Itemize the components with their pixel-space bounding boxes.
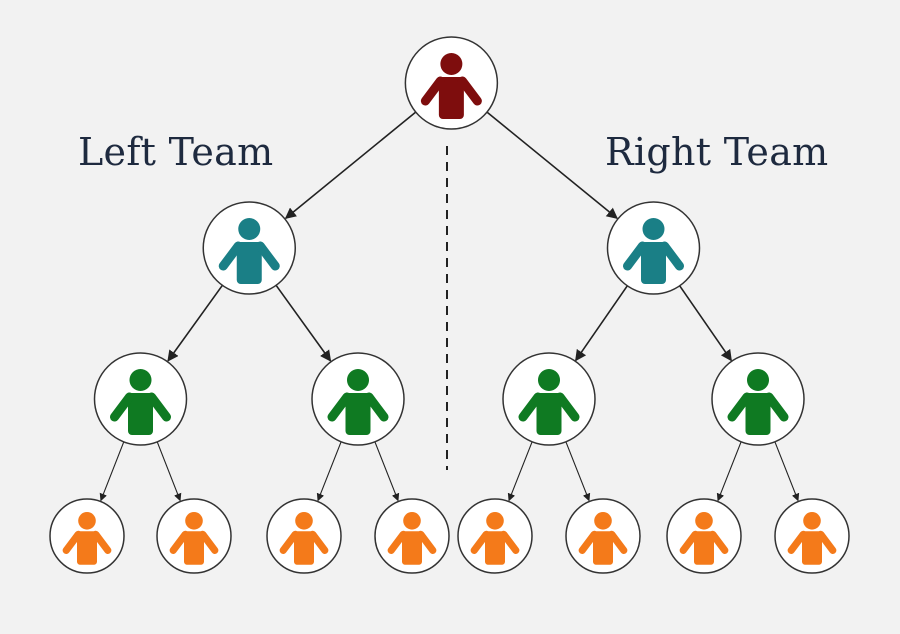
- edge-right-a-to-right-a1: [507, 441, 533, 502]
- person-icon: [169, 512, 219, 565]
- person-icon: [420, 53, 482, 119]
- person-icon: [518, 369, 580, 435]
- left-team-label: Left Team: [78, 130, 274, 174]
- person-icon: [62, 512, 112, 565]
- person-icon: [218, 218, 280, 284]
- person-icon: [787, 512, 837, 565]
- node-left-b2: [374, 498, 450, 574]
- node-left-a2: [156, 498, 232, 574]
- edge-root-to-right-lead: [486, 111, 618, 220]
- node-right-a: [502, 352, 596, 446]
- node-right-a1: [457, 498, 533, 574]
- node-right-b2: [774, 498, 850, 574]
- node-root: [404, 36, 499, 130]
- edge-left-b-to-left-b2: [374, 441, 400, 502]
- edge-right-b-to-right-b2: [774, 441, 800, 502]
- node-left-lead: [202, 201, 296, 295]
- person-icon: [470, 512, 520, 565]
- person-icon: [578, 512, 628, 565]
- edge-right-lead-to-right-a: [575, 285, 628, 362]
- edge-right-lead-to-right-b: [679, 285, 732, 362]
- node-right-lead: [606, 201, 701, 295]
- edge-right-a-to-right-a2: [565, 441, 591, 502]
- node-right-a2: [565, 498, 641, 574]
- edge-root-to-left-lead: [284, 111, 417, 220]
- person-icon: [623, 218, 684, 284]
- edge-left-a-to-left-a2: [156, 441, 182, 502]
- node-left-a1: [49, 498, 125, 574]
- edge-left-lead-to-left-b: [275, 284, 332, 362]
- edge-left-a-to-left-a1: [99, 441, 125, 502]
- node-right-b1: [666, 498, 742, 574]
- person-icon: [387, 512, 437, 565]
- person-icon: [110, 369, 171, 435]
- node-left-a: [93, 352, 188, 446]
- right-team-label: Right Team: [605, 130, 829, 174]
- edge-left-b-to-left-b1: [316, 441, 342, 502]
- person-icon: [279, 512, 329, 565]
- person-icon: [727, 369, 789, 435]
- person-icon: [679, 512, 729, 565]
- person-icon: [327, 369, 389, 435]
- node-left-b: [311, 352, 405, 446]
- edge-left-lead-to-left-a: [167, 284, 224, 362]
- node-right-b: [711, 352, 805, 446]
- node-left-b1: [266, 498, 342, 574]
- edge-right-b-to-right-b1: [716, 441, 742, 502]
